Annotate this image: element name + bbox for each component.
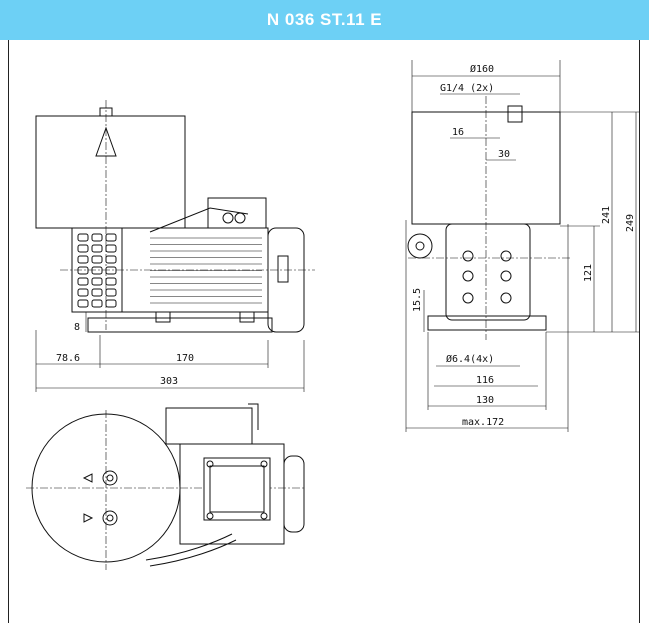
- base-plate: [87, 317, 273, 333]
- bolt-icon: [500, 292, 512, 304]
- pulley: [407, 233, 433, 259]
- dim-16: 16: [452, 127, 464, 138]
- dim-78-6: 78.6: [56, 353, 80, 364]
- fin-slot: [105, 244, 117, 253]
- drawing-frame: [8, 40, 640, 623]
- dim-g14: G1/4 (2x): [440, 83, 494, 94]
- fin-slot: [91, 288, 103, 297]
- fin-slot: [77, 255, 89, 264]
- fin-slot: [77, 299, 89, 308]
- motor-end-face: [445, 223, 531, 321]
- dim-8: 8: [74, 322, 80, 333]
- inlet-arrow-icon: [82, 473, 93, 483]
- hose-top: [149, 539, 237, 567]
- side-view: 78.6 170 303 8: [35, 100, 315, 392]
- port-fitting: [102, 470, 118, 486]
- dim-249: 249: [625, 214, 636, 232]
- dim-15-5: 15.5: [412, 288, 423, 312]
- dim-121: 121: [583, 264, 594, 282]
- port-fitting: [102, 510, 118, 526]
- screw: [206, 460, 214, 468]
- dim-130: 130: [476, 395, 494, 406]
- fin-slot: [77, 244, 89, 253]
- fin-slot: [91, 299, 103, 308]
- fin-slot: [91, 277, 103, 286]
- fin-slot: [105, 277, 117, 286]
- hose-line: [149, 207, 249, 233]
- bolt-icon: [462, 292, 474, 304]
- dim-max172: max.172: [462, 417, 504, 428]
- fin-slot: [91, 266, 103, 275]
- fin-slot: [77, 277, 89, 286]
- screw: [206, 512, 214, 520]
- dim-170: 170: [176, 353, 194, 364]
- top-view: [26, 403, 305, 570]
- dim-116: 116: [476, 375, 494, 386]
- fin-slot: [105, 266, 117, 275]
- fin-slot: [77, 288, 89, 297]
- junction-box-lid: [209, 465, 265, 513]
- drawing-title: N 036 ST.11 E: [266, 10, 383, 29]
- end-view: Ø160 G1/4 (2x) 16 30 241 249 121 15.5 Ø6…: [405, 60, 640, 432]
- fin-slot: [77, 233, 89, 242]
- port-bore: [106, 514, 114, 522]
- fin-slot: [91, 255, 103, 264]
- port-bore: [106, 474, 114, 482]
- junction-box-top: [203, 457, 271, 521]
- dim-303: 303: [160, 376, 178, 387]
- terminal-box: [207, 197, 267, 229]
- base-end: [427, 315, 547, 331]
- motor-end-top: [283, 455, 305, 533]
- fin-slot: [105, 233, 117, 242]
- pulley-hub: [415, 241, 425, 251]
- bolt-icon: [462, 250, 474, 262]
- bolt-icon: [462, 270, 474, 282]
- dim-241: 241: [601, 206, 612, 224]
- fin-slot: [105, 255, 117, 264]
- title-bar: N 036 ST.11 E: [0, 0, 649, 40]
- fin-slot: [91, 244, 103, 253]
- terminal-box-top: [165, 407, 253, 445]
- mount-foot: [155, 311, 171, 323]
- mount-foot: [239, 311, 255, 323]
- dim-holes: Ø6.4(4x): [446, 353, 494, 365]
- screw: [260, 460, 268, 468]
- cable-top: [248, 403, 259, 430]
- screw: [260, 512, 268, 520]
- cable-gland: [234, 212, 246, 224]
- bolt-icon: [500, 270, 512, 282]
- fin-slot: [105, 288, 117, 297]
- motor-end-cap: [267, 227, 305, 333]
- cable-gland: [222, 212, 234, 224]
- pump-head-box: [35, 115, 186, 229]
- fin-slot: [91, 233, 103, 242]
- fin-slot: [77, 266, 89, 275]
- fin-slot: [105, 299, 117, 308]
- dim-30: 30: [498, 149, 510, 160]
- port-g14: [507, 105, 523, 123]
- outlet-arrow-icon: [83, 513, 94, 523]
- hose-top: [145, 533, 233, 561]
- dim-160: Ø160: [470, 63, 494, 75]
- bolt-icon: [500, 250, 512, 262]
- end-cap-window: [277, 255, 289, 283]
